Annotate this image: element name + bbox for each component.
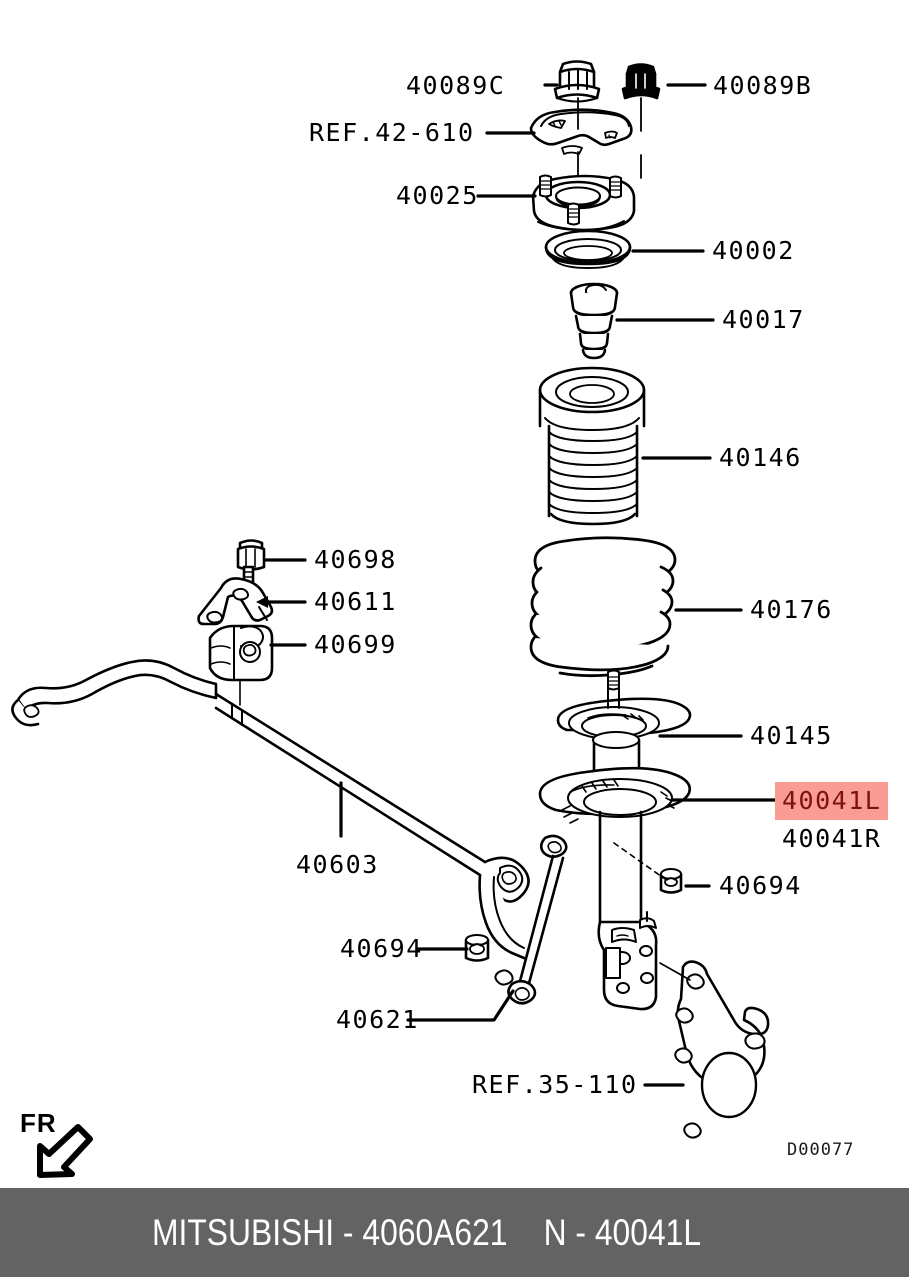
drawing-code: D00077 [787,1140,855,1160]
fr-direction-arrow-icon [37,1124,93,1178]
callout-label-40146: 40146 [719,443,802,472]
callout-label-40694-lower: 40694 [340,934,423,963]
part-ref-35-110-knuckle [674,960,770,1139]
part-40002-spring-seat [544,229,632,269]
callout-label-40041L-highlighted: 40041L [775,782,889,820]
part-40603-stabilizer-bar [11,659,530,960]
footer-bar [0,1188,909,1277]
part-40025-strut-mount [531,174,636,232]
part-40699-bushing [208,624,274,682]
part-40089C-nut [553,60,601,103]
callout-label-40611: 40611 [314,587,397,616]
callout-label-ref-42-610: REF.42-610 [309,118,475,147]
callout-label-ref-35-110: REF.35-110 [472,1070,638,1099]
leader-lines [264,83,777,1087]
callout-label-40017: 40017 [722,305,805,334]
callout-label-40025: 40025 [396,181,479,210]
part-40041-strut-assembly [538,731,691,1011]
part-40146-dust-cover [538,366,646,526]
callout-label-40041R: 40041R [782,824,882,853]
part-40017-bump-stopper [569,282,619,360]
part-40089B-nut [621,63,661,100]
part-40176-coil-spring [529,536,677,678]
footer-caption: MITSUBISHI - 4060A621 N - 40041L [152,1212,701,1254]
callout-label-40603: 40603 [296,850,379,879]
footer-brand-and-catalog: MITSUBISHI - 4060A621 [152,1212,508,1253]
callout-label-40089C: 40089C [406,71,506,100]
callout-label-40698: 40698 [314,545,397,574]
callout-label-40002: 40002 [712,236,795,265]
callout-label-40621: 40621 [336,1005,419,1034]
fr-orientation-label: FR [20,1108,57,1138]
callout-label-40176: 40176 [750,595,833,624]
callout-label-40694-upper: 40694 [719,871,802,900]
callout-label-40145: 40145 [750,721,833,750]
part-40145-spring-seat [556,669,692,740]
part-40694-bolt-upper [659,868,683,894]
part-40621-stabilizer-link [494,834,568,1005]
footer-side-part-number: N - 40041L [543,1212,702,1253]
callout-label-40089B: 40089B [713,71,813,100]
part-40694-nut-lower [464,934,490,962]
callout-label-40699: 40699 [314,630,397,659]
leader-arrowhead [256,596,268,608]
part-ref-42-610-bracket [529,108,633,155]
assembly-dashed-line [613,842,666,880]
part-40611-bracket [197,577,274,626]
knuckle-leader-line [659,962,691,981]
